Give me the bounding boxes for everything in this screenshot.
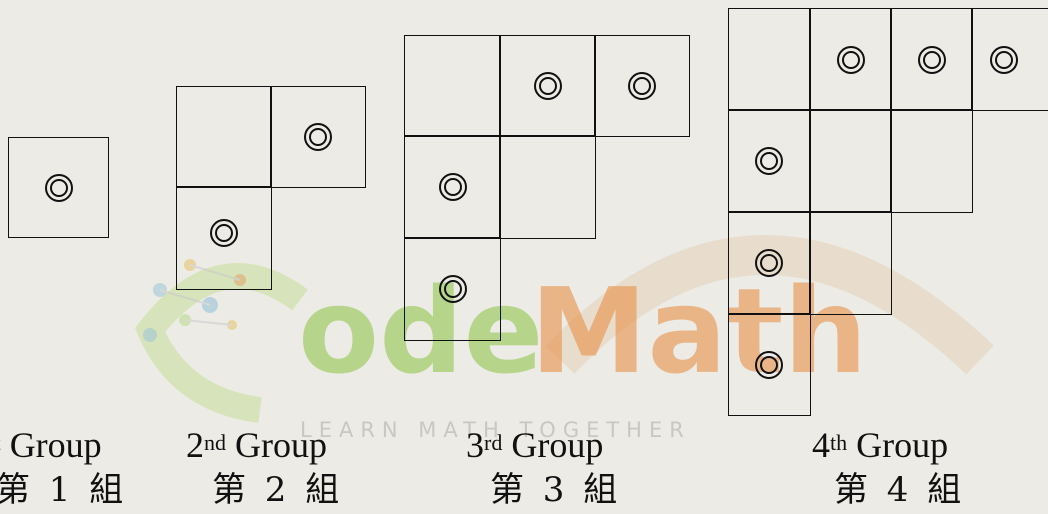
double-circle-icon — [754, 147, 783, 175]
group-2-label: 2nd Group — [186, 425, 327, 465]
group-4-label: 4th Group — [812, 425, 949, 465]
double-circle-icon — [628, 72, 656, 100]
double-circle-icon — [533, 72, 562, 100]
watermark-tagline: LEARN MATH TOGETHER — [300, 418, 691, 442]
double-circle-icon — [917, 45, 946, 74]
double-circle-icon — [754, 249, 783, 277]
grid-cell — [890, 8, 973, 111]
grid-cell — [404, 237, 501, 341]
grid-cell — [728, 313, 811, 416]
double-circle-icon — [438, 173, 467, 201]
double-circle-icon — [990, 45, 1018, 74]
grid-cell — [404, 35, 501, 137]
grid-cell — [499, 35, 596, 137]
grid-cell — [890, 109, 973, 213]
double-circle-icon — [210, 219, 238, 247]
grid-cell — [728, 211, 811, 315]
double-circle-icon — [754, 350, 783, 379]
grid-cell — [499, 135, 596, 239]
double-circle-icon — [44, 173, 73, 202]
double-circle-icon — [836, 45, 865, 74]
grid-cell — [176, 186, 272, 290]
grid-cell — [971, 8, 1048, 111]
grid-cell — [809, 211, 892, 315]
group-4-label-zh: 第 4 組 — [834, 470, 966, 510]
group-3-label-zh: 第 3 組 — [490, 470, 622, 510]
watermark-brain-icon — [143, 259, 246, 342]
watermark-logo-ode: ode — [298, 262, 544, 400]
grid-cell — [728, 109, 811, 213]
group-3-label: 3rd Group — [466, 425, 604, 465]
group-1-label: 1st Group — [0, 425, 102, 465]
group-2-label-zh: 第 2 組 — [212, 470, 344, 510]
grid-cell — [270, 86, 366, 188]
double-circle-icon — [304, 123, 332, 151]
grid-cell — [8, 137, 109, 238]
grid-cell — [809, 8, 892, 111]
grid-cell — [594, 35, 690, 137]
watermark-arch-green — [135, 263, 308, 423]
grid-cell — [728, 8, 811, 111]
watermark-logo-math: Math — [530, 262, 868, 400]
group-1-label-zh: 第 1 組 — [0, 470, 128, 510]
grid-cell — [176, 86, 272, 188]
grid-cell — [404, 135, 501, 239]
grid-cell — [809, 109, 892, 213]
double-circle-icon — [438, 275, 467, 303]
